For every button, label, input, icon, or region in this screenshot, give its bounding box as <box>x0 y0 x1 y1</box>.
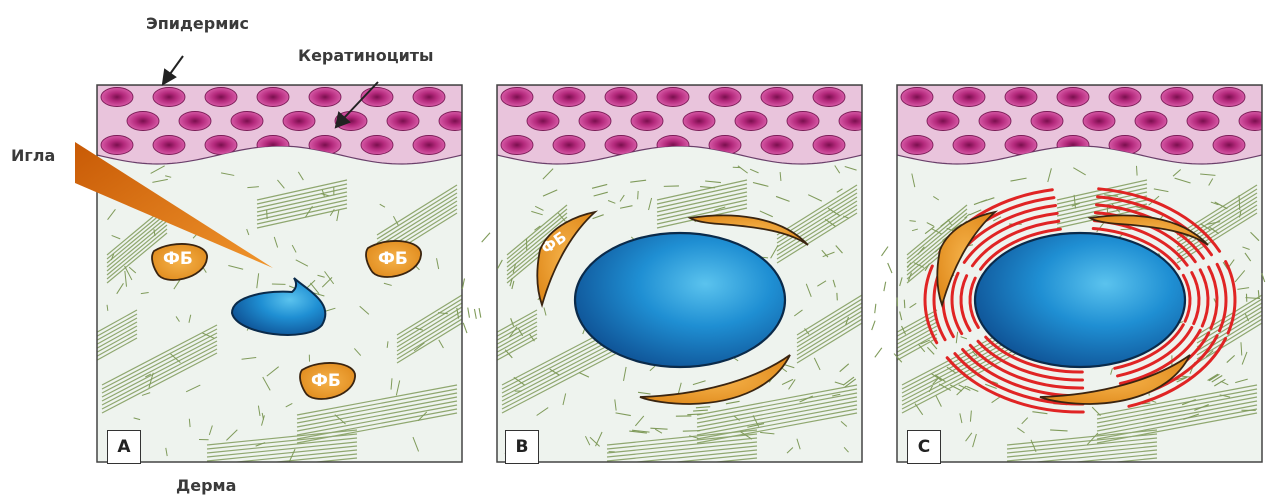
panel-b <box>457 85 923 473</box>
panel-c-letter: C <box>907 430 941 464</box>
fibroblast-label-3: ФБ <box>311 371 341 391</box>
filler-bolus <box>575 233 785 367</box>
fibroblast-label-1: ФБ <box>163 249 193 269</box>
panel-a <box>92 85 523 473</box>
needle-label: Игла <box>11 146 55 165</box>
panel-a-letter: A <box>107 430 141 464</box>
keratinocytes <box>901 88 1269 155</box>
fibroblast-label-2: ФБ <box>378 249 408 269</box>
panel-c <box>881 85 1269 473</box>
epidermis-arrow <box>163 56 183 84</box>
filler-bolus <box>975 233 1185 367</box>
dermis-label: Дерма <box>176 476 236 495</box>
epidermis-label: Эпидермис <box>146 14 249 33</box>
keratinocytes-label: Кератиноциты <box>298 46 434 65</box>
panel-b-letter: B <box>505 430 539 464</box>
